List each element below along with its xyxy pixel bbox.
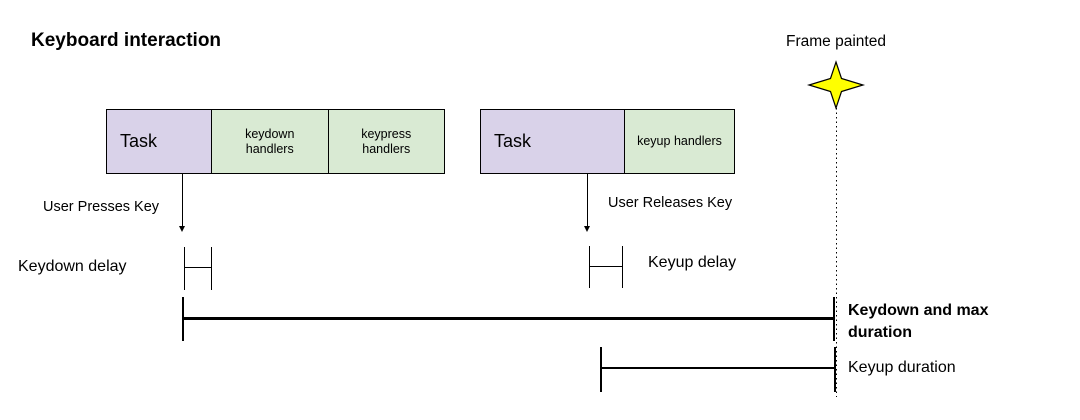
keydown-delay-bar	[184, 267, 211, 268]
keyup-handlers-box: keyup handlers	[624, 110, 734, 173]
keyup-handlers-label: keyup handlers	[637, 134, 722, 148]
keyup-delay-left-tick	[589, 246, 590, 288]
keyup-task-block: Task keyup handlers	[480, 109, 735, 174]
keyup-delay-right-tick	[622, 246, 623, 288]
keyup-delay-bar	[589, 266, 622, 267]
frame-painted-label: Frame painted	[786, 33, 886, 50]
task-box: Task	[481, 110, 624, 173]
user-presses-key-arrow-line	[182, 174, 183, 227]
keydown-delay-left-tick	[184, 247, 185, 290]
keydown-delay-label: Keydown delay	[18, 258, 127, 275]
keyup-duration-right-cap	[834, 347, 836, 392]
keyup-duration-line	[601, 367, 835, 369]
user-presses-key-label: User Presses Key	[43, 199, 160, 215]
keydown-delay-right-tick	[211, 247, 212, 290]
arrow-down-icon	[584, 226, 590, 232]
keydown-handlers-label: keydown handlers	[245, 126, 295, 156]
keydown-task-block: Task keydown handlers keypress handlers	[106, 109, 445, 174]
keypress-handlers-label: keypress handlers	[361, 126, 412, 156]
task-label: Task	[120, 131, 158, 151]
user-releases-key-arrow-line	[587, 173, 588, 227]
keydown-max-duration-right-cap	[833, 297, 835, 341]
task-box: Task	[107, 110, 211, 173]
frame-paint-dotted-line	[836, 108, 837, 397]
frame-painted-star-icon	[806, 60, 866, 110]
arrow-down-icon	[179, 226, 185, 232]
keyup-duration-label: Keyup duration	[848, 359, 956, 376]
task-label: Task	[494, 131, 532, 151]
keyup-duration-left-cap	[600, 347, 602, 392]
keydown-handlers-box: keydown handlers	[211, 110, 328, 173]
user-releases-key-label: User Releases Key	[608, 195, 733, 211]
keypress-handlers-box: keypress handlers	[327, 110, 444, 173]
keyup-delay-label: Keyup delay	[648, 254, 737, 271]
page-title: Keyboard interaction	[31, 30, 222, 51]
keydown-max-duration-label: Keydown and max duration	[848, 302, 989, 341]
keydown-max-duration-line	[183, 317, 835, 320]
